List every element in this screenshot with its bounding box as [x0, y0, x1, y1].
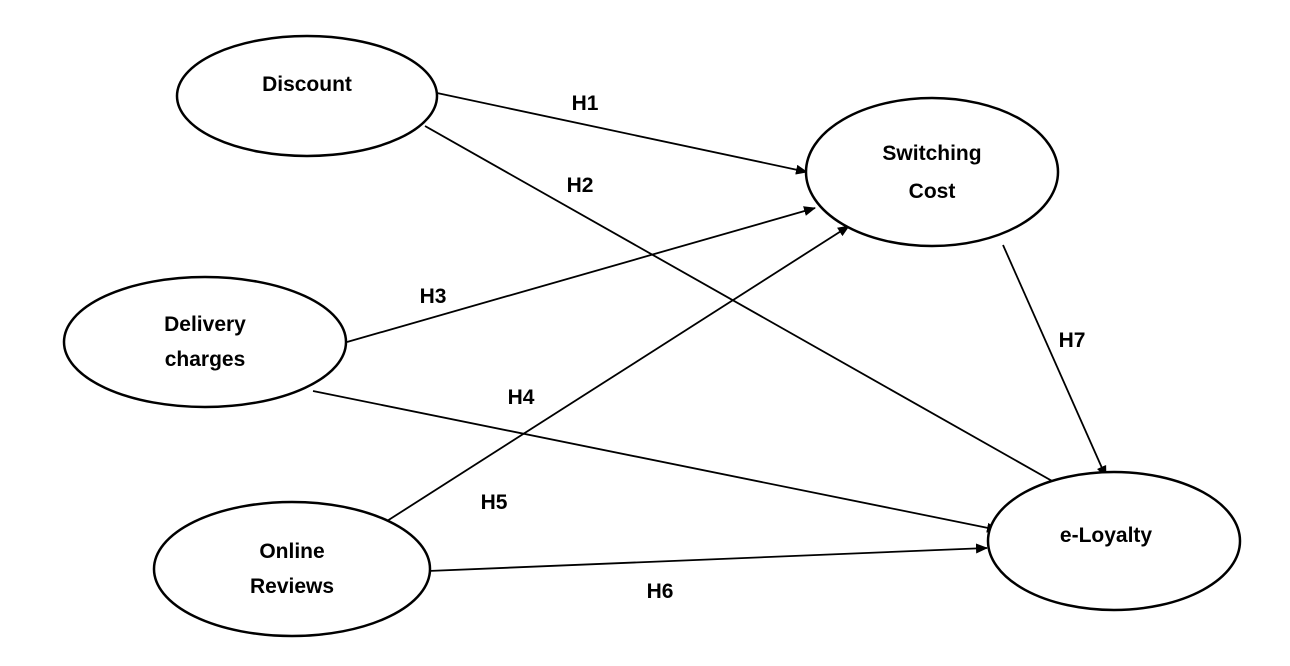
node-online-reviews-shape	[152, 500, 432, 638]
node-delivery-charges-shape	[62, 275, 348, 409]
edge-h7-arrow	[1002, 244, 1107, 478]
node-e-loyalty-shape	[986, 470, 1242, 612]
edge-label-h1: H1	[572, 92, 599, 115]
edge-h6-arrow	[427, 543, 988, 572]
edge-h5-arrow	[386, 225, 850, 522]
node-online-reviews-label-line1: Online	[259, 540, 324, 563]
edge-label-h2: H2	[567, 174, 594, 197]
node-delivery-charges: Delivery charges	[62, 275, 348, 409]
node-switching-cost-shape	[804, 96, 1060, 248]
edge-label-h7: H7	[1059, 329, 1086, 352]
node-delivery-charges-label-line2: charges	[165, 348, 246, 371]
node-online-reviews-label-line2: Reviews	[250, 575, 334, 598]
edge-labels: H1 H2 H3 H4 H5 H6 H7	[420, 92, 1086, 603]
edge-label-h3: H3	[420, 285, 447, 308]
edge-h4-arrow	[312, 390, 999, 533]
node-discount-shape	[175, 34, 439, 158]
edge-label-h4: H4	[508, 386, 535, 409]
edges	[312, 92, 1107, 572]
edge-label-h5: H5	[481, 491, 508, 514]
node-discount: Discount	[175, 34, 439, 158]
node-e-loyalty: e-Loyalty	[986, 470, 1242, 612]
node-e-loyalty-label: e-Loyalty	[1060, 524, 1153, 547]
node-switching-cost: Switching Cost	[804, 96, 1060, 248]
edge-h3-arrow	[346, 206, 816, 343]
node-switching-cost-label-line1: Switching	[882, 142, 981, 165]
node-switching-cost-label-line2: Cost	[909, 180, 956, 203]
node-delivery-charges-label-line1: Delivery	[164, 313, 246, 336]
edge-label-h6: H6	[647, 580, 674, 603]
edge-h1-arrow	[436, 92, 808, 175]
node-online-reviews: Online Reviews	[152, 500, 432, 638]
edge-h2-arrow	[424, 125, 1069, 491]
node-discount-label: Discount	[262, 73, 352, 96]
